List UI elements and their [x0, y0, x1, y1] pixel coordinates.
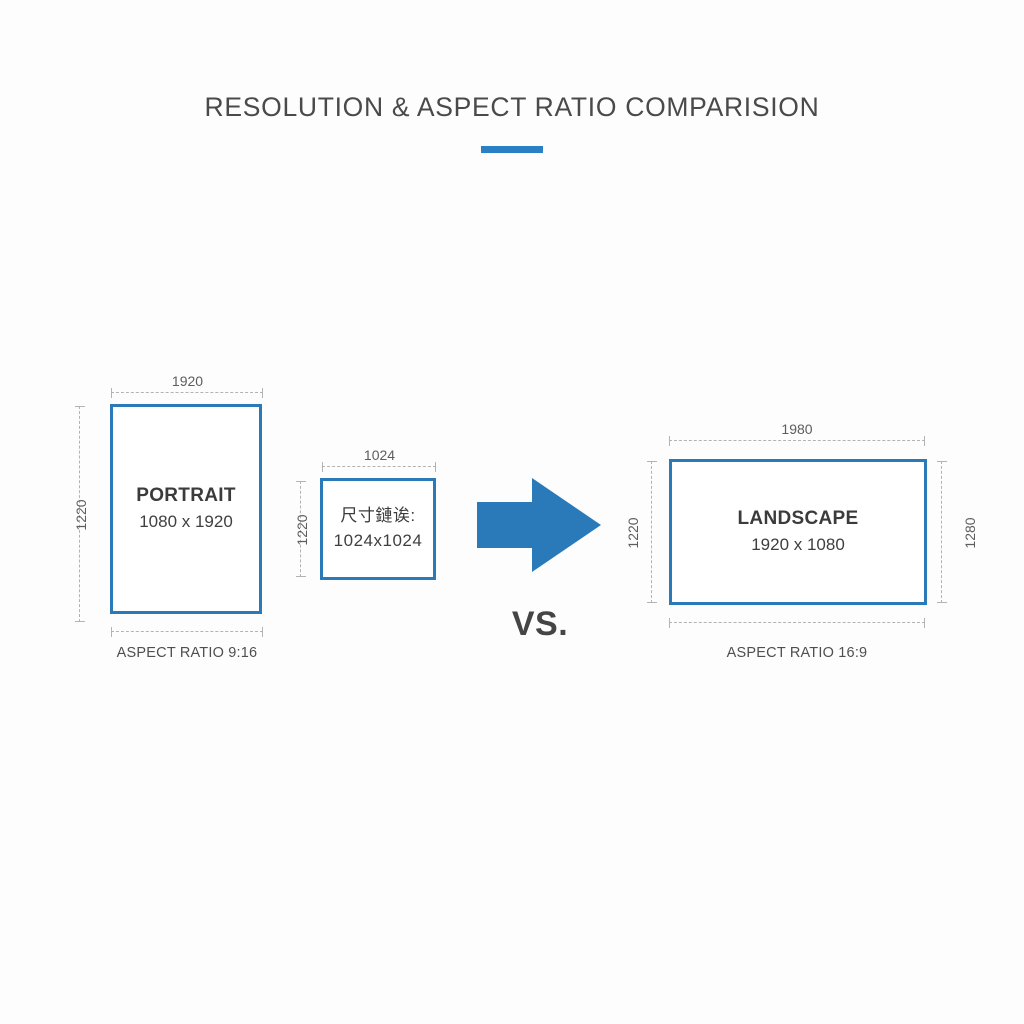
landscape-caption: ASPECT RATIO 16:9: [726, 645, 868, 661]
portrait-top-dim-line: [111, 388, 263, 398]
title-accent-bar: [481, 146, 543, 153]
landscape-top-dim-label: 1980: [781, 421, 813, 437]
landscape-left-dim-label: 1220: [625, 517, 641, 549]
landscape-top-dim-line: [669, 436, 925, 446]
square-top-dim-label: 1024: [363, 447, 396, 463]
arrow-right-icon: [477, 478, 601, 572]
landscape-right-dim-label: 1280: [962, 517, 978, 549]
landscape-bottom-dim-line: [669, 618, 925, 628]
square-box[interactable]: 尺寸鏈诶: 1024x1024: [320, 478, 436, 580]
square-left-dim-line: [296, 481, 306, 577]
landscape-box-title: LANDSCAPE: [737, 508, 859, 530]
landscape-right-dim-line: [937, 461, 947, 603]
portrait-box-title: PORTRAIT: [136, 485, 236, 507]
portrait-caption: ASPECT RATIO 9:16: [116, 645, 258, 661]
portrait-bottom-dim-line: [111, 627, 263, 637]
vs-label: VS.: [511, 605, 569, 643]
portrait-left-dim-label: 1220: [73, 499, 89, 531]
landscape-left-dim-line: [647, 461, 657, 603]
portrait-box[interactable]: PORTRAIT 1080 x 1920: [110, 404, 262, 614]
square-left-dim-label: 1220: [294, 514, 310, 546]
transform-arrow: [477, 470, 603, 580]
landscape-box[interactable]: LANDSCAPE 1920 x 1080: [669, 459, 927, 605]
landscape-box-resolution: 1920 x 1080: [751, 534, 845, 554]
portrait-top-dim-label: 1920: [171, 373, 204, 389]
portrait-box-resolution: 1080 x 1920: [139, 511, 233, 531]
square-box-title: 尺寸鏈诶:: [340, 506, 416, 526]
page-title: RESOLUTION & ASPECT RATIO COMPARISION: [204, 92, 820, 122]
square-top-dim-line: [322, 462, 436, 472]
portrait-left-dim-line: [75, 406, 85, 622]
square-box-resolution: 1024x1024: [333, 530, 423, 550]
